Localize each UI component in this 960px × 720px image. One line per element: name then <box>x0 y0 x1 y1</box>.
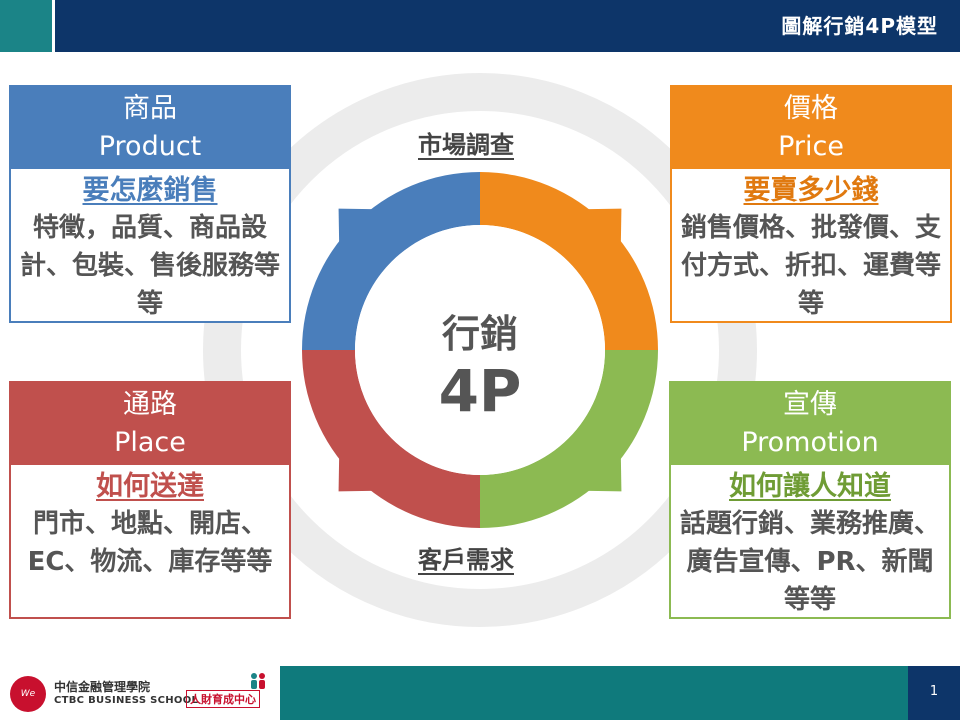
place-body: 如何送達 門市、地點、開店、EC、物流、庫存等等 <box>11 465 289 581</box>
product-header: 商品 Product <box>11 87 289 169</box>
product-question: 要怎麼銷售 <box>82 175 218 206</box>
hr-center-label: 人財育成中心 <box>186 690 260 708</box>
org-name-cn: 中信金融管理學院 <box>54 680 151 694</box>
center-title: 行銷 <box>441 312 518 356</box>
promotion-box: 宣傳 Promotion 如何讓人知道 話題行銷、業務推廣、廣告宣傳、PR、新聞… <box>669 381 951 619</box>
center-4p: 4P <box>438 357 522 425</box>
wheel-arrow-notch <box>338 208 378 248</box>
market-research-label: 市場調查 <box>418 131 514 159</box>
wheel-arrow-notch <box>338 452 378 492</box>
org-name-en: CTBC BUSINESS SCHOOL <box>54 695 199 706</box>
wheel-center <box>355 225 605 475</box>
place-box: 通路 Place 如何送達 門市、地點、開店、EC、物流、庫存等等 <box>9 381 291 619</box>
page-number-box <box>908 666 960 720</box>
wheel-arrow-notch <box>582 208 622 248</box>
price-title: 價格 <box>784 93 838 124</box>
customer-needs-label: 客戶需求 <box>418 546 514 574</box>
price-question: 要賣多少錢 <box>743 175 879 206</box>
wheel-arrow-notch <box>582 452 622 492</box>
price-box: 價格 Price 要賣多少錢 銷售價格、批發價、支付方式、折扣、運費等等 <box>670 85 952 323</box>
product-title: 商品 <box>123 93 177 124</box>
promotion-question: 如何讓人知道 <box>729 471 891 502</box>
we-family-logo: We Family <box>10 676 46 712</box>
header-accent <box>0 0 52 52</box>
promotion-body: 如何讓人知道 話題行銷、業務推廣、廣告宣傳、PR、新聞等等 <box>671 465 949 619</box>
price-wheel-segment <box>480 172 658 350</box>
people-icon <box>251 673 265 689</box>
promotion-wheel-segment <box>480 350 658 528</box>
price-description: 銷售價格、批發價、支付方式、折扣、運費等等 <box>680 213 941 319</box>
place-question: 如何送達 <box>96 471 204 502</box>
place-title: 通路 <box>123 389 177 420</box>
product-box: 商品 Product 要怎麼銷售 特徵，品質、商品設計、包裝、售後服務等等 <box>9 85 291 323</box>
price-subtitle: Price <box>778 131 844 162</box>
header-bar: 圖解行銷4P模型 <box>55 0 960 52</box>
product-wheel-segment <box>302 172 480 350</box>
footer-logo-area <box>0 666 280 720</box>
promotion-description: 話題行銷、業務推廣、廣告宣傳、PR、新聞等等 <box>679 509 940 615</box>
place-subtitle: Place <box>114 427 186 458</box>
product-description: 特徵，品質、商品設計、包裝、售後服務等等 <box>19 213 280 319</box>
promotion-header: 宣傳 Promotion <box>671 383 949 465</box>
promotion-subtitle: Promotion <box>741 427 879 458</box>
place-description: 門市、地點、開店、EC、物流、庫存等等 <box>27 509 273 577</box>
product-body: 要怎麼銷售 特徵，品質、商品設計、包裝、售後服務等等 <box>11 169 289 323</box>
price-body: 要賣多少錢 銷售價格、批發價、支付方式、折扣、運費等等 <box>672 169 950 323</box>
price-header: 價格 Price <box>672 87 950 169</box>
slide-title: 圖解行銷4P模型 <box>781 14 938 38</box>
place-wheel-segment <box>302 350 480 528</box>
page-number: 1 <box>929 684 939 699</box>
place-header: 通路 Place <box>11 383 289 465</box>
product-subtitle: Product <box>98 131 202 162</box>
promotion-title: 宣傳 <box>783 389 837 420</box>
